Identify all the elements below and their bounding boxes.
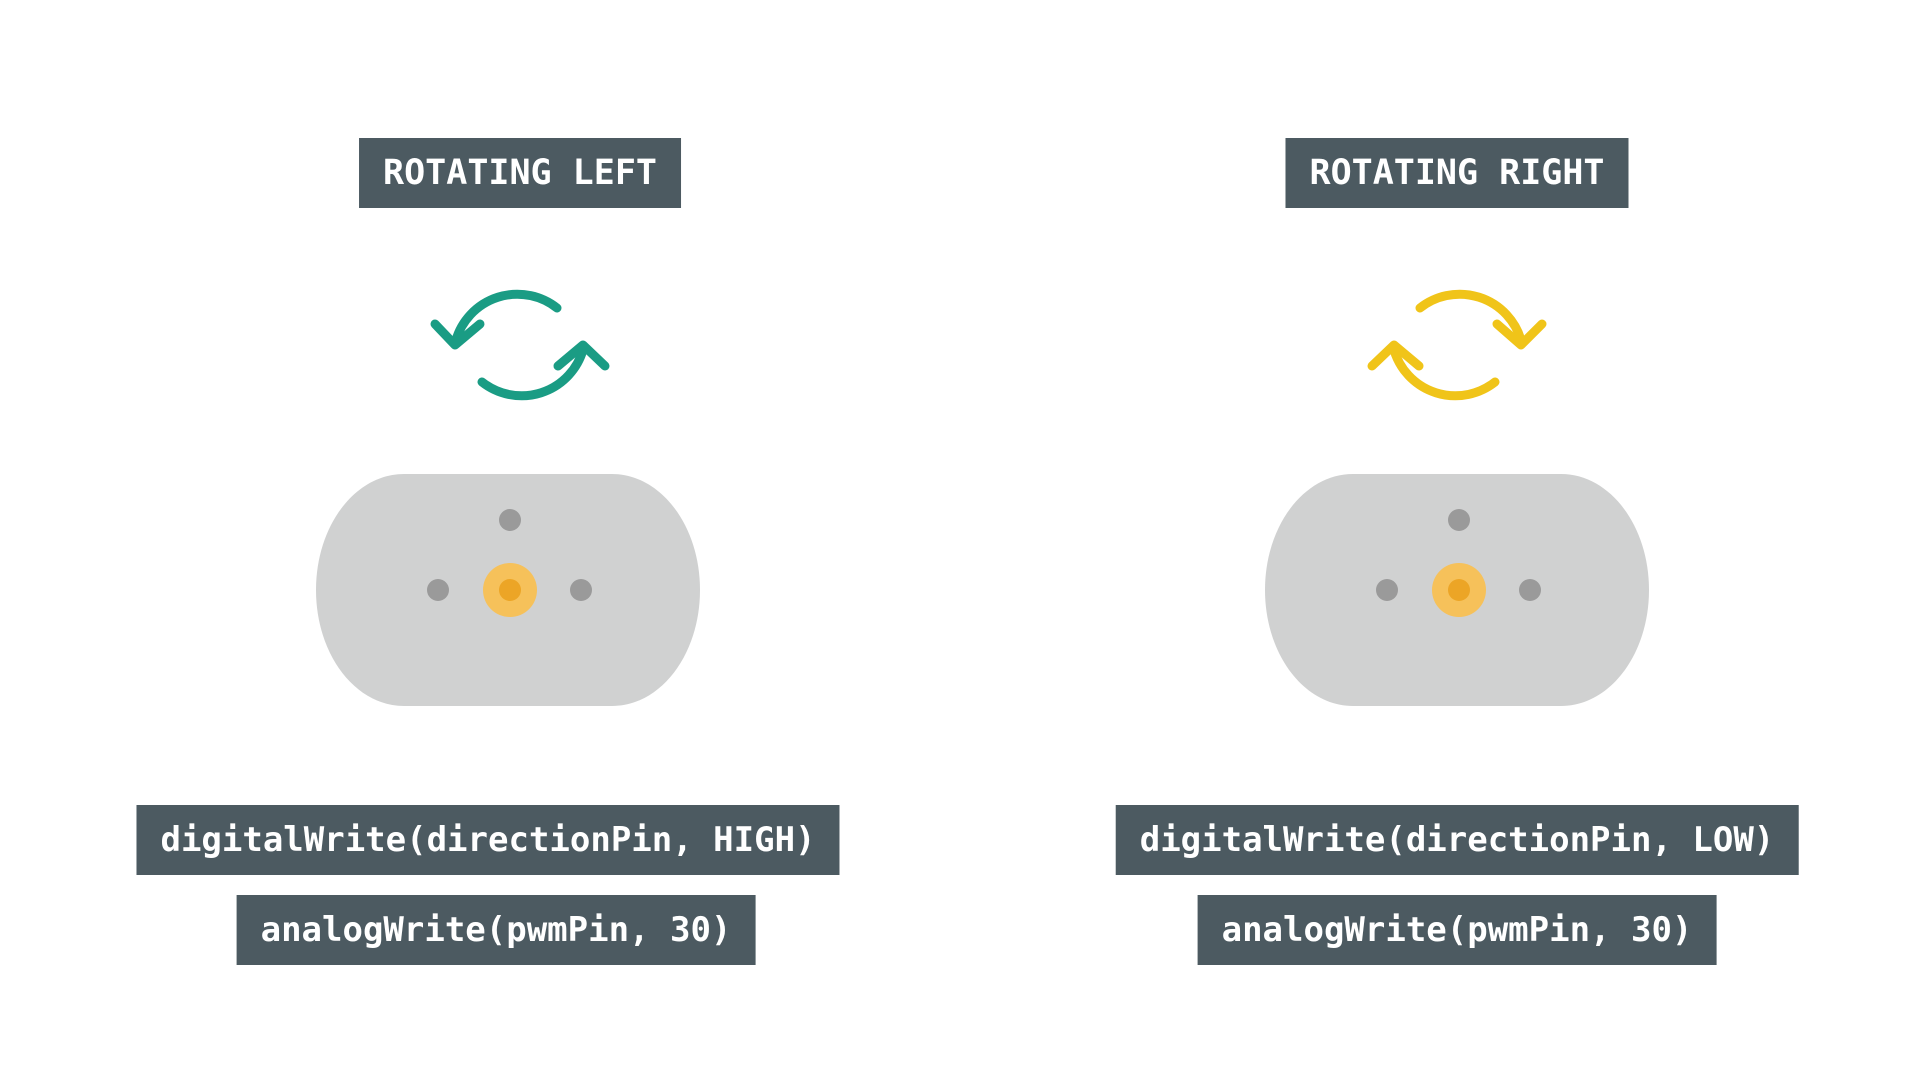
rotating-left-title: ROTATING LEFT	[359, 138, 681, 208]
code-line-pwm: analogWrite(pwmPin, 30)	[236, 895, 756, 965]
motor-pin-top	[1448, 509, 1470, 531]
motor-body	[1265, 474, 1649, 706]
rotate-counterclockwise-icon	[430, 289, 610, 401]
motor-body	[316, 474, 700, 706]
code-line-pwm: analogWrite(pwmPin, 30)	[1197, 895, 1717, 965]
motor-pin-right	[1519, 579, 1541, 601]
motor-pin-right	[570, 579, 592, 601]
motor-pin-top	[499, 509, 521, 531]
code-line-direction: digitalWrite(directionPin, HIGH)	[136, 805, 840, 875]
motor-pin-left	[427, 579, 449, 601]
rotating-right-title: ROTATING RIGHT	[1285, 138, 1629, 208]
motor-shaft-center	[499, 579, 521, 601]
rotate-clockwise-icon	[1367, 289, 1547, 401]
motor-shaft-center	[1448, 579, 1470, 601]
code-line-direction: digitalWrite(directionPin, LOW)	[1115, 805, 1799, 875]
motor-pin-left	[1376, 579, 1398, 601]
rotating-left-panel: ROTATING LEFT digitalWrite(directionPin,…	[136, 138, 840, 965]
rotating-right-panel: ROTATING RIGHT digitalWrite(directionPin…	[960, 0, 1920, 1080]
